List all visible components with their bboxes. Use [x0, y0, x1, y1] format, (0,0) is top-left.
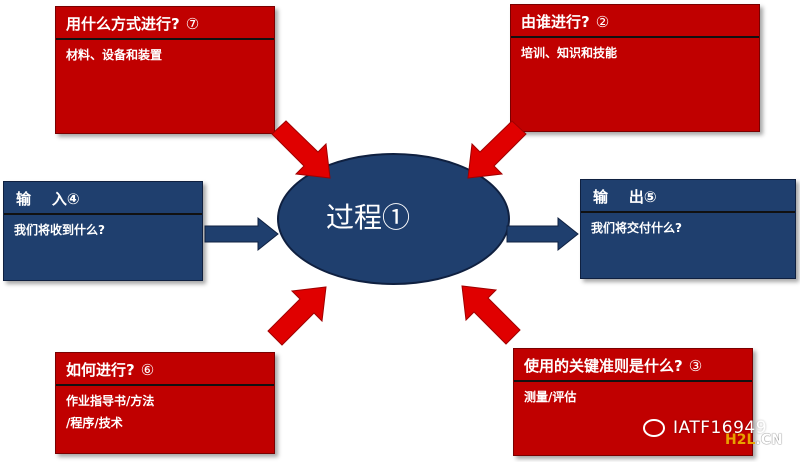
- input-body-line: 我们将收到什么?: [14, 223, 105, 237]
- method-box: 如何进行? ⑥ 作业指导书/方法 /程序/技术: [55, 352, 275, 454]
- criteria-title-text: 使用的关键准则是什么?: [524, 357, 683, 375]
- how-box: 用什么方式进行? ⑦ 材料、设备和装置: [55, 6, 275, 134]
- method-divider: [56, 384, 274, 386]
- input-divider: [4, 213, 202, 215]
- brand-cn: .CN: [755, 432, 783, 448]
- who-body-line: 培训、知识和技能: [521, 46, 618, 60]
- arrow-from-criteria: [461, 285, 521, 345]
- input-title-text: 输 入④: [16, 190, 80, 208]
- method-title: 如何进行? ⑥: [56, 353, 274, 384]
- criteria-body: 测量/评估: [514, 382, 752, 412]
- method-body-line: /程序/技术: [66, 416, 123, 430]
- how-body-line: 材料、设备和装置: [66, 48, 163, 62]
- criteria-divider: [514, 380, 752, 382]
- who-title-text: 由谁进行?: [521, 13, 590, 31]
- brand-h2l: H2L: [725, 432, 756, 448]
- output-body: 我们将交付什么?: [581, 213, 795, 243]
- arrow-from-method: [267, 286, 327, 346]
- method-body-line: 作业指导书/方法: [66, 394, 155, 408]
- brand-logo: H2L.CN: [725, 432, 783, 448]
- who-body: 培训、知识和技能: [511, 38, 759, 68]
- criteria-body-line: 测量/评估: [524, 390, 577, 404]
- method-body: 作业指导书/方法 /程序/技术: [56, 386, 274, 438]
- criteria-box: 使用的关键准则是什么? ③ 测量/评估: [513, 348, 753, 456]
- output-divider: [581, 211, 795, 213]
- criteria-number: ③: [688, 357, 703, 375]
- output-title: 输 出⑤: [581, 180, 795, 211]
- arrow-output: [506, 216, 579, 252]
- process-label: 过程①: [326, 201, 411, 234]
- output-box: 输 出⑤ 我们将交付什么?: [580, 179, 796, 279]
- how-divider: [56, 38, 274, 40]
- how-title: 用什么方式进行? ⑦: [56, 7, 274, 38]
- wechat-icon: [643, 419, 665, 437]
- how-title-text: 用什么方式进行?: [66, 15, 180, 33]
- input-box: 输 入④ 我们将收到什么?: [3, 181, 203, 281]
- who-box: 由谁进行? ② 培训、知识和技能: [510, 4, 760, 132]
- input-title: 输 入④: [4, 182, 202, 213]
- who-number: ②: [595, 13, 610, 31]
- who-title: 由谁进行? ②: [511, 5, 759, 36]
- how-body: 材料、设备和装置: [56, 40, 274, 70]
- watermark: IATF16949: [643, 418, 767, 438]
- criteria-title: 使用的关键准则是什么? ③: [514, 349, 752, 380]
- watermark-text: IATF16949: [673, 418, 768, 438]
- output-title-text: 输 出⑤: [593, 188, 657, 206]
- arrow-from-who: [467, 120, 527, 179]
- output-body-line: 我们将交付什么?: [591, 221, 682, 235]
- arrow-from-how: [271, 120, 331, 179]
- how-number: ⑦: [185, 15, 200, 33]
- who-divider: [511, 36, 759, 38]
- input-body: 我们将收到什么?: [4, 215, 202, 245]
- arrow-input: [204, 216, 279, 252]
- method-number: ⑥: [140, 361, 155, 379]
- method-title-text: 如何进行?: [66, 361, 135, 379]
